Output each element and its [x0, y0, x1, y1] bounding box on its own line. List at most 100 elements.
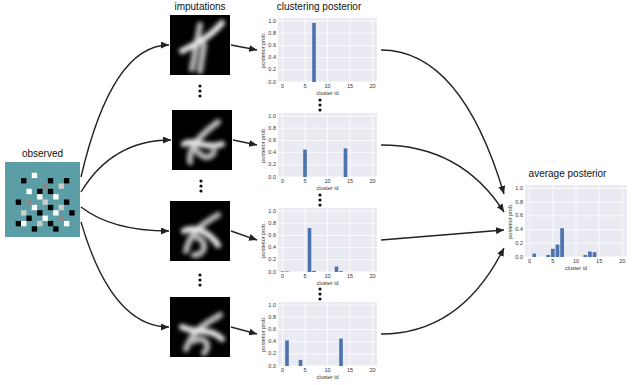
ellipsis-dot [199, 184, 202, 187]
digit-stroke [200, 45, 204, 71]
imputation-box [172, 110, 232, 170]
axis-label: 10 [324, 273, 330, 280]
axis-label: 0.2 [268, 161, 276, 168]
axis-label: posterior prob. [260, 316, 267, 351]
plot-area [278, 18, 377, 82]
heading-label: imputations [174, 1, 225, 13]
observed-image-box: observed [5, 162, 80, 237]
bar-chart [525, 185, 627, 257]
grid-line [305, 302, 306, 366]
image-ground [170, 201, 230, 261]
axis-label: 5 [303, 178, 306, 185]
ellipsis-dot [198, 278, 201, 281]
plot-area [525, 185, 627, 257]
image-ground [170, 297, 230, 357]
image-ground [170, 15, 230, 75]
axis-label: cluster id [565, 265, 587, 272]
posterior-chart: average posterior0.00.20.40.60.81.0poste… [505, 182, 630, 272]
flow-arrow [81, 207, 169, 231]
ellipsis-dot [318, 287, 321, 290]
observed-pixel [37, 194, 42, 199]
axis-label: 1.0 [268, 113, 276, 120]
axis-label: cluster id [316, 185, 338, 192]
grid-line [372, 208, 373, 272]
observed-pixel [21, 210, 26, 215]
posterior-chart: 0.00.20.40.60.81.0posterior prob.0510152… [258, 110, 380, 192]
axis-label: 15 [596, 258, 602, 265]
grid-line [622, 185, 623, 257]
axis-label: 15 [347, 273, 353, 280]
grid-line [350, 18, 351, 82]
axis-label: 0.0 [515, 254, 523, 261]
grid-line [599, 185, 600, 257]
posterior-bar [339, 271, 343, 273]
observed-pixel [64, 200, 69, 205]
plot-area [278, 113, 377, 177]
axis-label: 10 [324, 178, 330, 185]
posterior-bar [308, 228, 312, 272]
axis-label: 5 [303, 367, 306, 374]
grid-line [282, 302, 283, 366]
ellipsis-dot [198, 283, 201, 286]
observed-ground [5, 162, 80, 237]
observed-pixel [32, 205, 37, 210]
bar-chart [278, 208, 377, 272]
axis-label: 0.8 [268, 314, 276, 321]
axis-label: 20 [369, 367, 375, 374]
grid-line [327, 208, 328, 272]
posterior-bar [281, 271, 285, 273]
imputation-box: imputations [170, 15, 230, 75]
observed-pixel [64, 221, 69, 226]
observed-pixel [43, 200, 48, 205]
flow-arrow [81, 222, 169, 327]
observed-pixel [16, 200, 21, 205]
axis-label: 10 [573, 258, 579, 265]
observed-pixel [37, 221, 42, 226]
posterior-bar [312, 23, 316, 82]
observed-pixel [48, 178, 53, 183]
digit-strokes [184, 122, 222, 162]
axis-label: 20 [619, 258, 625, 265]
axis-label: 0.6 [515, 212, 523, 219]
posterior-bar [532, 254, 536, 257]
ellipsis-dot [318, 203, 321, 206]
axis-label: cluster id [316, 374, 338, 381]
observed-pixel [53, 194, 58, 199]
observed-pixel [37, 210, 42, 215]
heading-label: clustering posterior [277, 1, 361, 13]
axis-label: 0.2 [268, 256, 276, 263]
axis-label: 0.4 [268, 54, 276, 61]
bar-chart [278, 302, 377, 366]
posterior-bar [588, 252, 592, 257]
posterior-chart: 0.00.20.40.60.81.0posterior prob.0510152… [258, 299, 380, 381]
ellipsis-dot [199, 179, 202, 182]
observed-image [5, 162, 80, 237]
posterior-chart: clustering posterior0.00.20.40.60.81.0po… [258, 15, 380, 97]
grid-line [350, 208, 351, 272]
grid-line [282, 208, 283, 272]
bar-chart [278, 18, 377, 82]
flow-arrow [381, 248, 504, 334]
flow-arrow [231, 231, 257, 240]
axis-label: cluster id [316, 280, 338, 287]
flow-arrow [231, 327, 257, 334]
posterior-bar [560, 228, 564, 257]
ellipsis-dot [198, 89, 201, 92]
axis-label: posterior prob. [260, 222, 267, 257]
imputation-box [170, 297, 230, 357]
axis-label: 0.4 [268, 244, 276, 251]
axis-label: 0.6 [268, 42, 276, 49]
plot-area [278, 302, 377, 366]
observed-pixel [59, 205, 64, 210]
flow-arrow [381, 50, 504, 194]
digit-strokes [184, 215, 218, 255]
grid-line [350, 113, 351, 177]
grid-line [552, 185, 553, 257]
grid-line [327, 113, 328, 177]
ellipsis-dot [318, 193, 321, 196]
observed-pixel [21, 221, 26, 226]
axis-label: posterior prob. [507, 203, 514, 238]
axis-label: 0.8 [268, 125, 276, 132]
posterior-bar [593, 252, 597, 257]
